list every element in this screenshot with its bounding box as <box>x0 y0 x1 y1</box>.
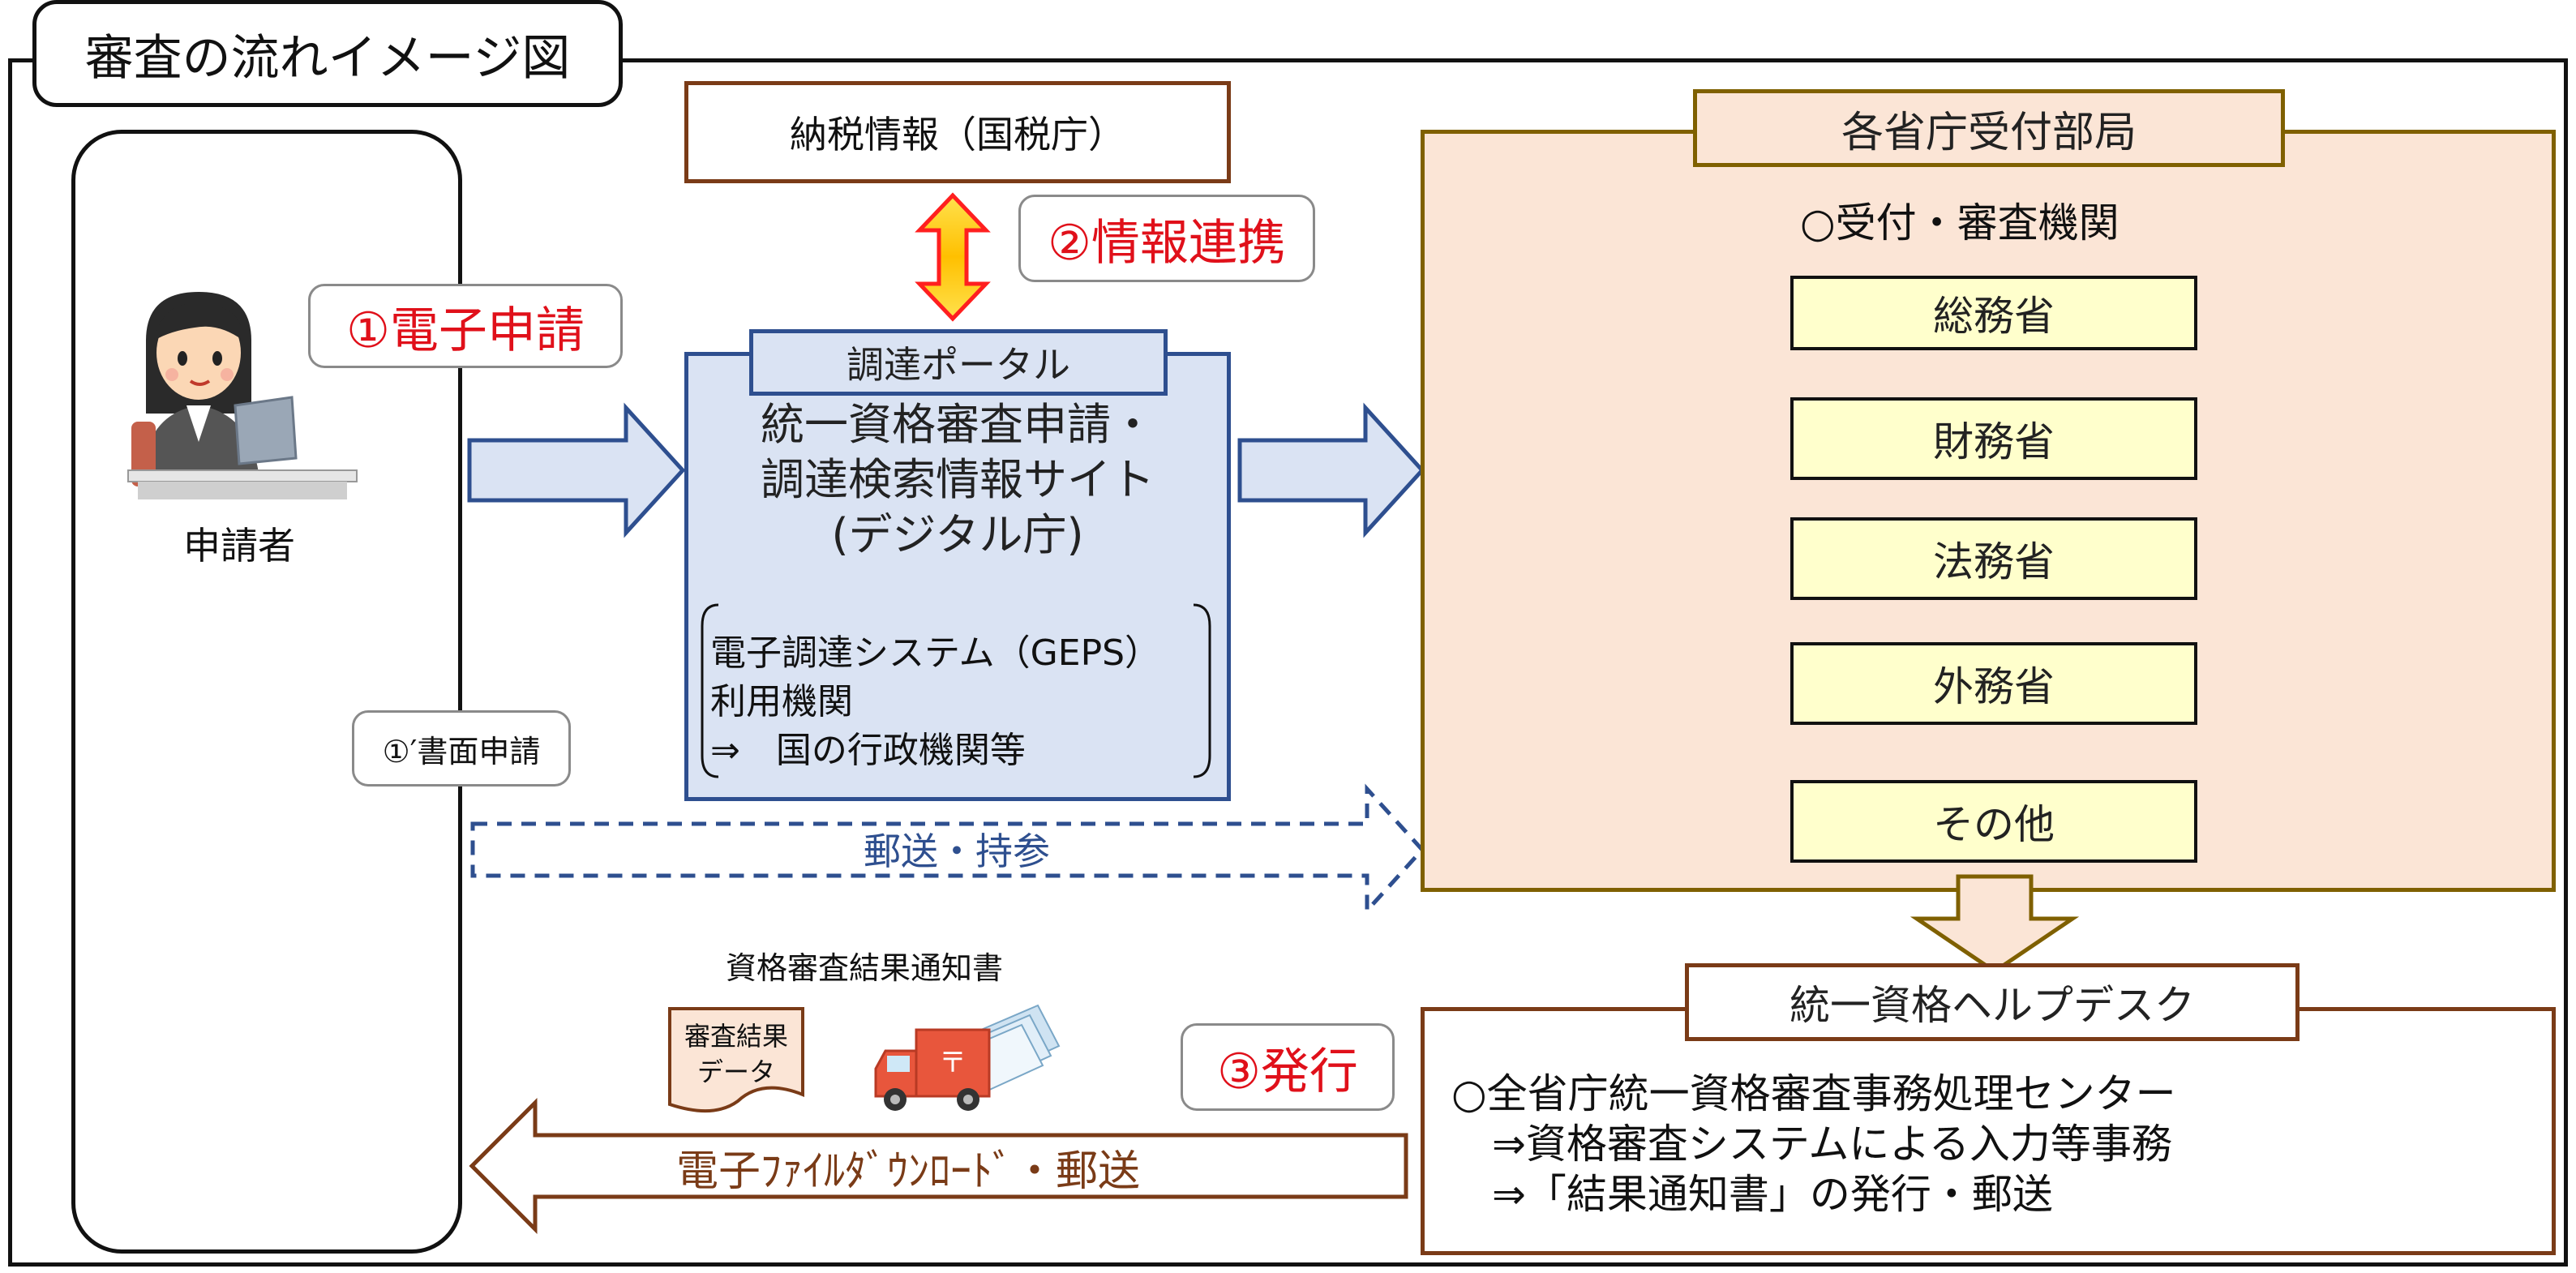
portal-title-line-1: 統一資格審査申請・ <box>761 399 1155 450</box>
ministry-others: その他 <box>1790 780 2197 863</box>
helpdesk-line-1: ○全省庁統一資格審査事務処理センター <box>1451 1070 2176 1117</box>
step3-issuance: ③発行 <box>1181 1023 1395 1111</box>
ministries-subtitle: ○受付・審査機関 <box>1800 199 2120 246</box>
woman-at-laptop-icon <box>127 292 358 499</box>
procurement-portal-box <box>684 352 1231 801</box>
step1-paper-application: ①′書面申請 <box>352 710 571 787</box>
postal-delivery-label: 郵送・持参 <box>864 829 1050 873</box>
geps-line-1: 電子調達システム（GEPS） <box>710 632 1161 674</box>
arrow-portal-to-ministries <box>1237 402 1425 538</box>
ministry-internal-affairs: 総務省 <box>1790 276 2197 350</box>
geps-line-2: 利用機関 <box>710 681 853 722</box>
helpdesk-line-2: ⇒資格審査システムによる入力等事務 <box>1451 1121 2172 1168</box>
document-line-2: データ <box>697 1057 775 1087</box>
svg-text:〒: 〒 <box>939 1047 967 1079</box>
helpdesk-line-3: ⇒「結果通知書」の発行・郵送 <box>1451 1171 2053 1218</box>
arrow-postal-submission <box>470 783 1425 916</box>
document-icon <box>668 1007 804 1112</box>
page-title: 審査の流れイメージ図 <box>32 0 623 107</box>
ministry-foreign-affairs: 外務省 <box>1790 642 2197 725</box>
download-delivery-label: 電子ﾌｧｲﾙﾀﾞｳﾝﾛｰﾄﾞ・郵送 <box>675 1147 1140 1196</box>
portal-title-line-3: (デジタル庁) <box>831 509 1084 560</box>
double-arrow-icon <box>915 192 991 322</box>
step1-electronic-application: ①電子申請 <box>308 284 623 368</box>
helpdesk-description: ○全省庁統一資格審査事務処理センター ⇒資格審査システムによる入力等事務 ⇒「結… <box>1451 1069 2538 1219</box>
portal-site-title: 統一資格審査申請・ 調達検索情報サイト (デジタル庁) <box>684 397 1231 563</box>
portal-title-line-2: 調達検索情報サイト <box>761 454 1155 505</box>
procurement-portal-tab: 調達ポータル <box>749 329 1168 396</box>
ministry-justice: 法務省 <box>1790 517 2197 600</box>
delivery-truck-icon: 〒 <box>874 1004 1061 1111</box>
document-line-1: 審査結果 <box>684 1021 788 1052</box>
geps-user-info: 電子調達システム（GEPS） 利用機関 ⇒ 国の行政機関等 <box>710 629 1213 775</box>
applicant-label: 申請者 <box>183 524 295 568</box>
ministries-panel <box>1421 130 2556 892</box>
geps-line-3: ⇒ 国の行政機関等 <box>710 730 1026 771</box>
helpdesk-header: 統一資格ヘルプデスク <box>1685 963 2300 1041</box>
result-notice-title: 資格審査結果通知書 <box>725 949 1003 986</box>
tax-info-box: 納税情報（国税庁） <box>684 81 1231 183</box>
arrow-ministries-to-helpdesk <box>1909 874 2080 975</box>
ministries-header: 各省庁受付部局 <box>1693 89 2285 167</box>
document-label: 審査結果 データ <box>671 1018 801 1090</box>
geps-bracket <box>701 603 1211 778</box>
arrow-applicant-to-portal <box>467 402 686 538</box>
step2-info-linkage: ②情報連携 <box>1018 195 1315 282</box>
ministry-finance: 財務省 <box>1790 397 2197 480</box>
arrow-download-delivery <box>469 1097 1408 1235</box>
outer-frame <box>8 58 2568 1267</box>
